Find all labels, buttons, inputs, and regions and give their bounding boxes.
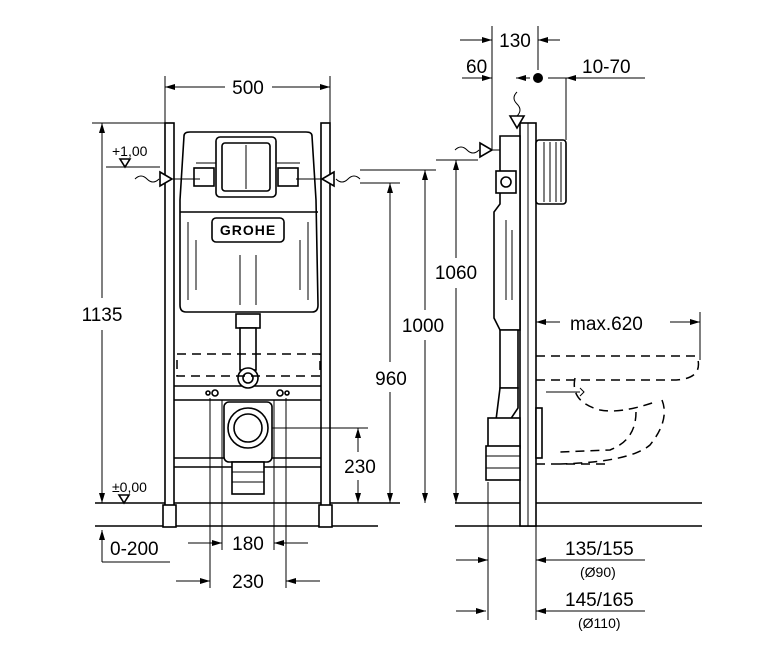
dim-130: 130: [460, 26, 560, 150]
dia-110-label: (Ø110): [578, 615, 621, 631]
side-frame: [519, 122, 537, 527]
dim-145-165: 145/165 (Ø110): [456, 590, 645, 631]
dim-0-200-label: 0-200: [110, 539, 159, 560]
dim-max-620: max.620: [536, 312, 701, 360]
bowl-outline-side: [536, 355, 700, 465]
dim-135-155-label: 135/155: [565, 539, 634, 560]
dim-230-vertical-label: 230: [344, 457, 376, 478]
dia-90-label: (Ø90): [580, 564, 616, 580]
level-marker-top: +1,00: [106, 143, 160, 169]
supply-inlet-top: [508, 91, 526, 130]
bowl-outline-front: [176, 353, 321, 377]
level-marker-bottom: ±0,00: [106, 479, 160, 505]
dim-230-horizontal: 230: [176, 398, 320, 593]
level-bottom-label: ±0,00: [112, 479, 147, 495]
dim-180-label: 180: [232, 534, 264, 555]
dim-500: 500: [164, 76, 331, 123]
dim-1060: 1060: [435, 159, 478, 503]
dim-1000-label: 1000: [402, 316, 444, 337]
flush-pipe-front: [235, 313, 261, 389]
level-top-label: +1,00: [112, 143, 148, 159]
dim-135-155: 135/155 (Ø90): [456, 482, 645, 620]
dim-230-vertical: 230: [272, 427, 376, 503]
supply-inlet-left: [134, 170, 200, 188]
dim-60: 60: [462, 57, 530, 81]
supply-inlet-side: [454, 141, 500, 159]
actuator-side: [535, 139, 567, 205]
dim-500-label: 500: [232, 78, 264, 99]
dim-max-620-label: max.620: [570, 314, 643, 335]
floor-line-front: [95, 502, 400, 527]
dim-10-70: 10-70: [533, 57, 645, 140]
dim-10-70-label: 10-70: [582, 57, 631, 78]
supply-inlet-right: [296, 170, 361, 188]
dim-960: 960: [360, 182, 407, 503]
dim-130-label: 130: [499, 31, 531, 52]
cistern-front: GROHE: [179, 131, 319, 313]
cistern-side: [493, 135, 521, 331]
dim-230-horizontal-label: 230: [232, 572, 264, 593]
dim-145-165-label: 145/165: [565, 590, 634, 611]
dim-0-200: 0-200: [99, 530, 170, 563]
dim-960-label: 960: [375, 369, 407, 390]
dim-180: 180: [188, 400, 308, 555]
brand-logo: GROHE: [220, 222, 276, 238]
dim-1000: 1000: [360, 169, 444, 503]
dim-1135-label: 1135: [82, 305, 123, 326]
floor-line-side: [455, 502, 702, 527]
waste-outlet-front: [223, 401, 273, 495]
dim-60-label: 60: [466, 57, 487, 78]
dim-1135: 1135: [82, 122, 165, 503]
dim-1060-label: 1060: [435, 263, 477, 284]
drain-pipe-side: [485, 329, 543, 481]
